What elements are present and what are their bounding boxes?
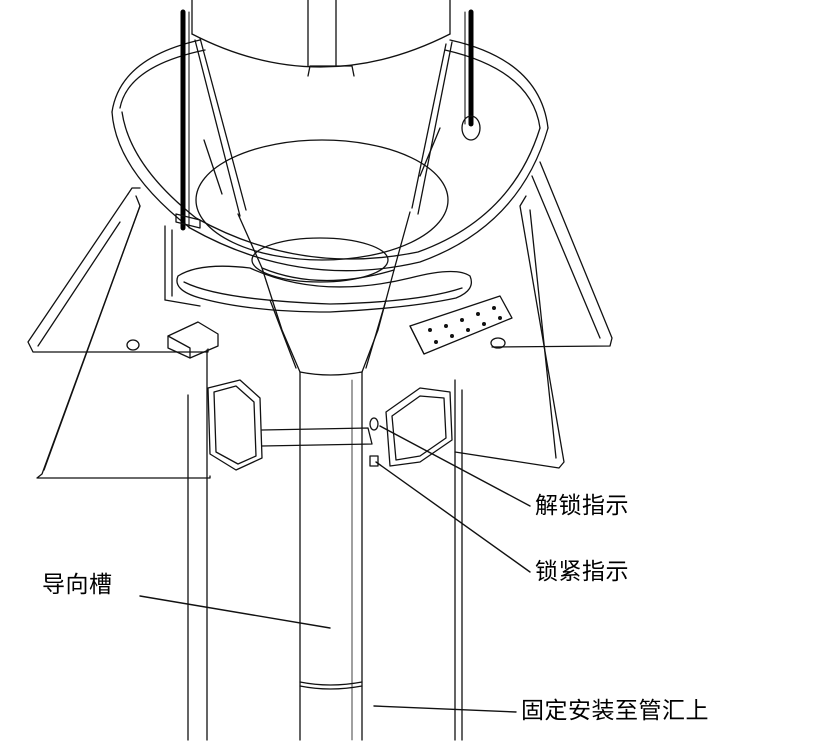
handle-ring <box>176 265 473 313</box>
lock-indicator-label: 锁紧指示 <box>535 559 629 585</box>
brace-lines <box>194 37 453 217</box>
central-column-housing <box>164 225 463 741</box>
unlock-indicator-label: 解锁指示 <box>535 493 629 519</box>
lifting-rods <box>175 9 481 231</box>
leader-fix <box>373 705 517 713</box>
fixed-mount-label: 固定安装至管汇上 <box>521 698 709 724</box>
leader-unlock <box>379 425 531 507</box>
right-support-fin <box>454 161 613 469</box>
guide-funnel <box>111 39 549 283</box>
upper-cylinder <box>191 0 451 77</box>
leader-lines <box>139 425 531 713</box>
left-support-fin <box>27 187 211 479</box>
guide-tube <box>261 267 395 741</box>
leader-guide <box>139 595 331 629</box>
guide-slot-label: 导向槽 <box>42 572 113 598</box>
leader-lock <box>375 461 531 573</box>
mounting-tabs <box>126 295 513 359</box>
locking-latches <box>207 379 453 471</box>
